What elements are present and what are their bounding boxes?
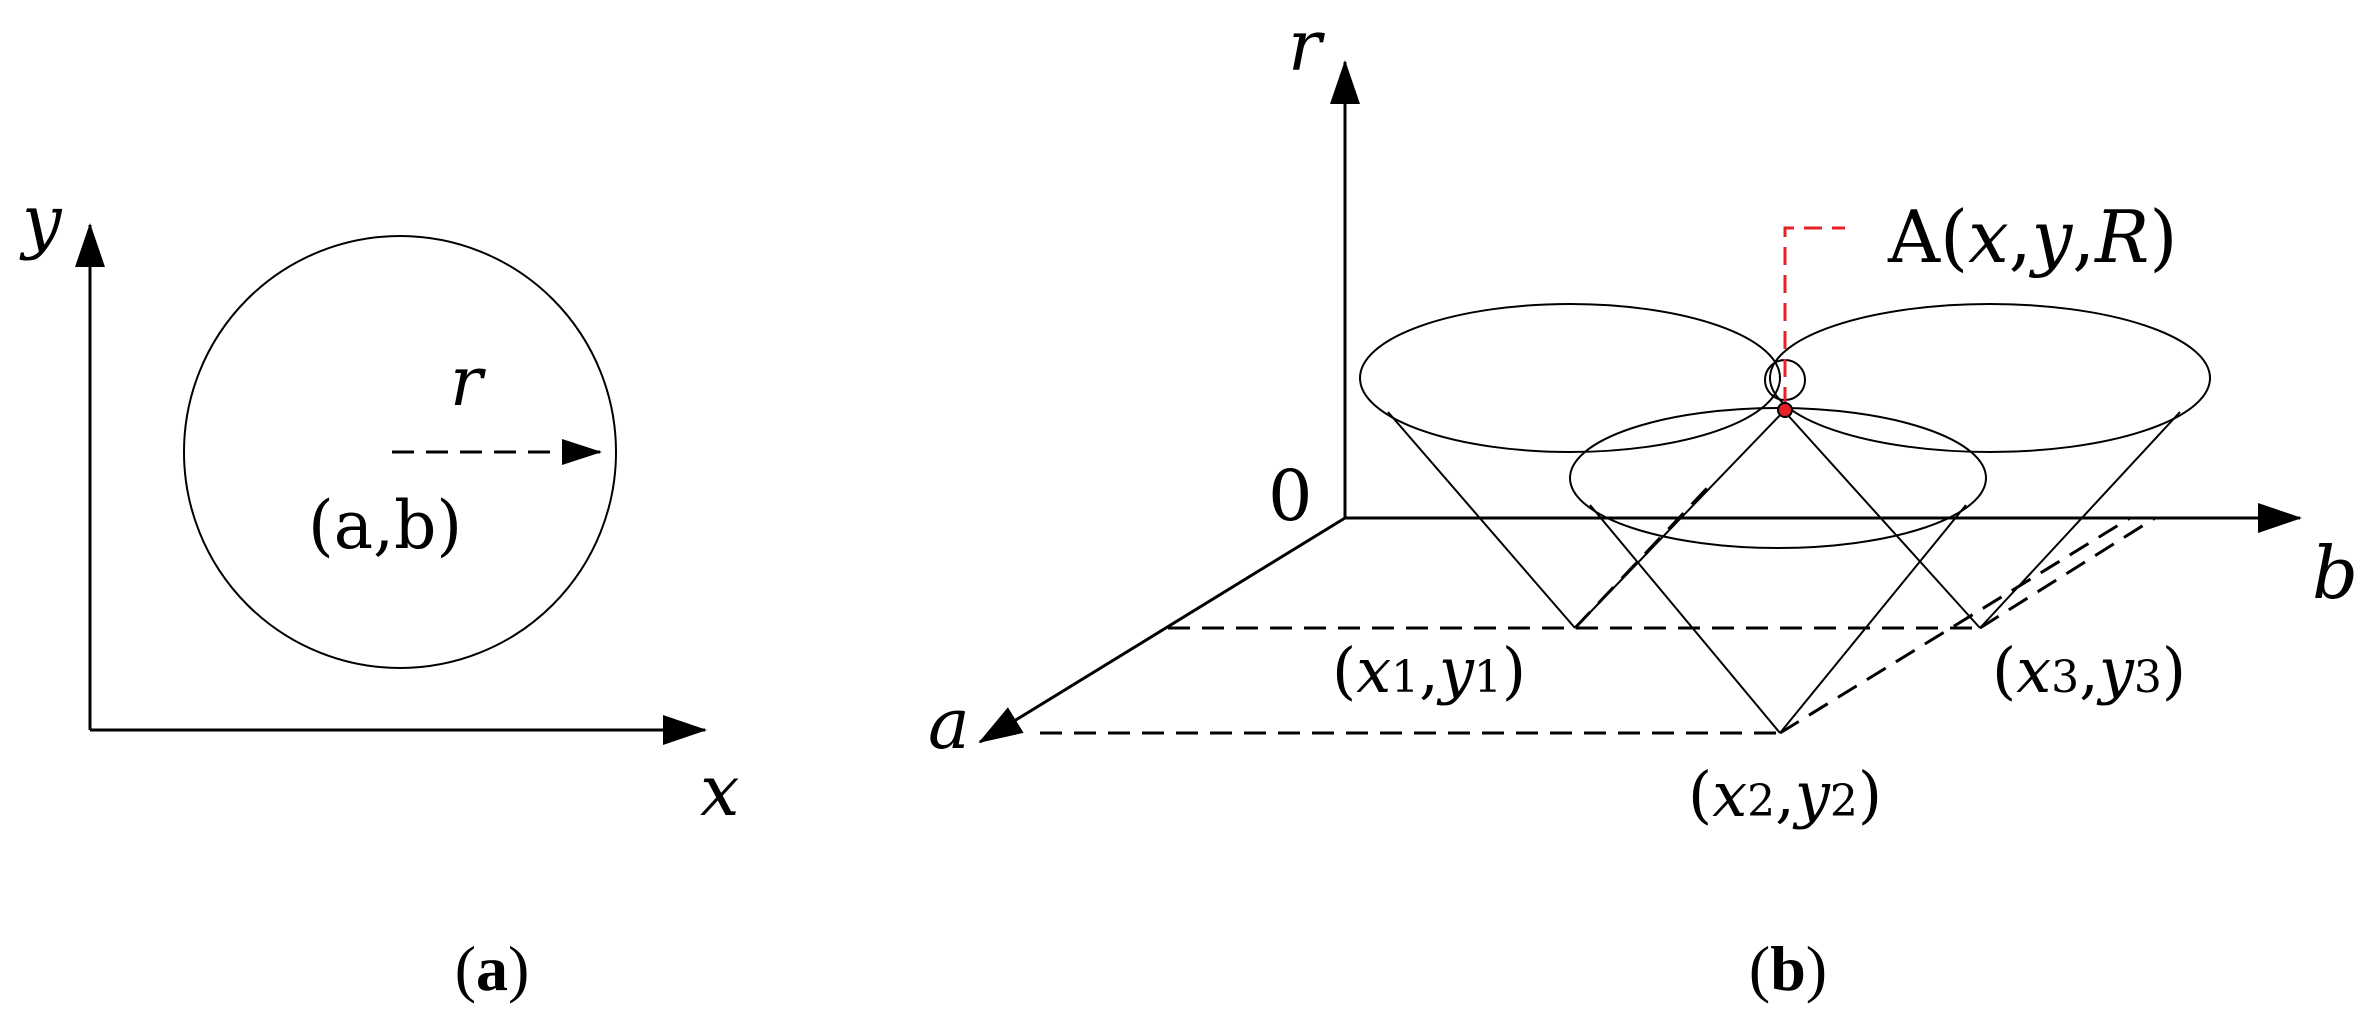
point-3-label: (x3,y3)	[1992, 634, 2186, 707]
y-axis-label: y	[19, 180, 63, 262]
center-label: (a,b)	[308, 487, 462, 564]
point-2-label: (x2,y2)	[1688, 758, 1882, 831]
r-axis-label: r	[1288, 5, 1325, 87]
b-axis-label: b	[2312, 531, 2358, 615]
x-axis-label: x	[700, 750, 739, 832]
a-axis	[978, 516, 1346, 744]
base-plane	[1040, 483, 2156, 735]
radius-label: r	[450, 343, 486, 422]
caption-a: (a)	[455, 933, 530, 1004]
caption-b: (b)	[1749, 933, 1827, 1004]
origin-label: 0	[1268, 455, 1313, 537]
point-a-label: A(x,y,R)	[1887, 195, 2177, 279]
cone-3	[1769, 303, 2211, 629]
point-a-marker	[1777, 402, 1793, 418]
point-1-label: (x1,y1)	[1332, 634, 1526, 707]
a-axis-label: a	[928, 683, 970, 765]
cone-2	[1569, 407, 1987, 734]
cone-1	[1359, 303, 1784, 629]
panel-a: y x r (a,b) (a)	[19, 180, 739, 1004]
circle	[183, 235, 617, 669]
leader-line	[1783, 226, 1845, 405]
panel-b: r 0 b a A(x,y,R) (x1,y1) (x2,y2) (x3,y3)…	[928, 5, 2358, 1004]
